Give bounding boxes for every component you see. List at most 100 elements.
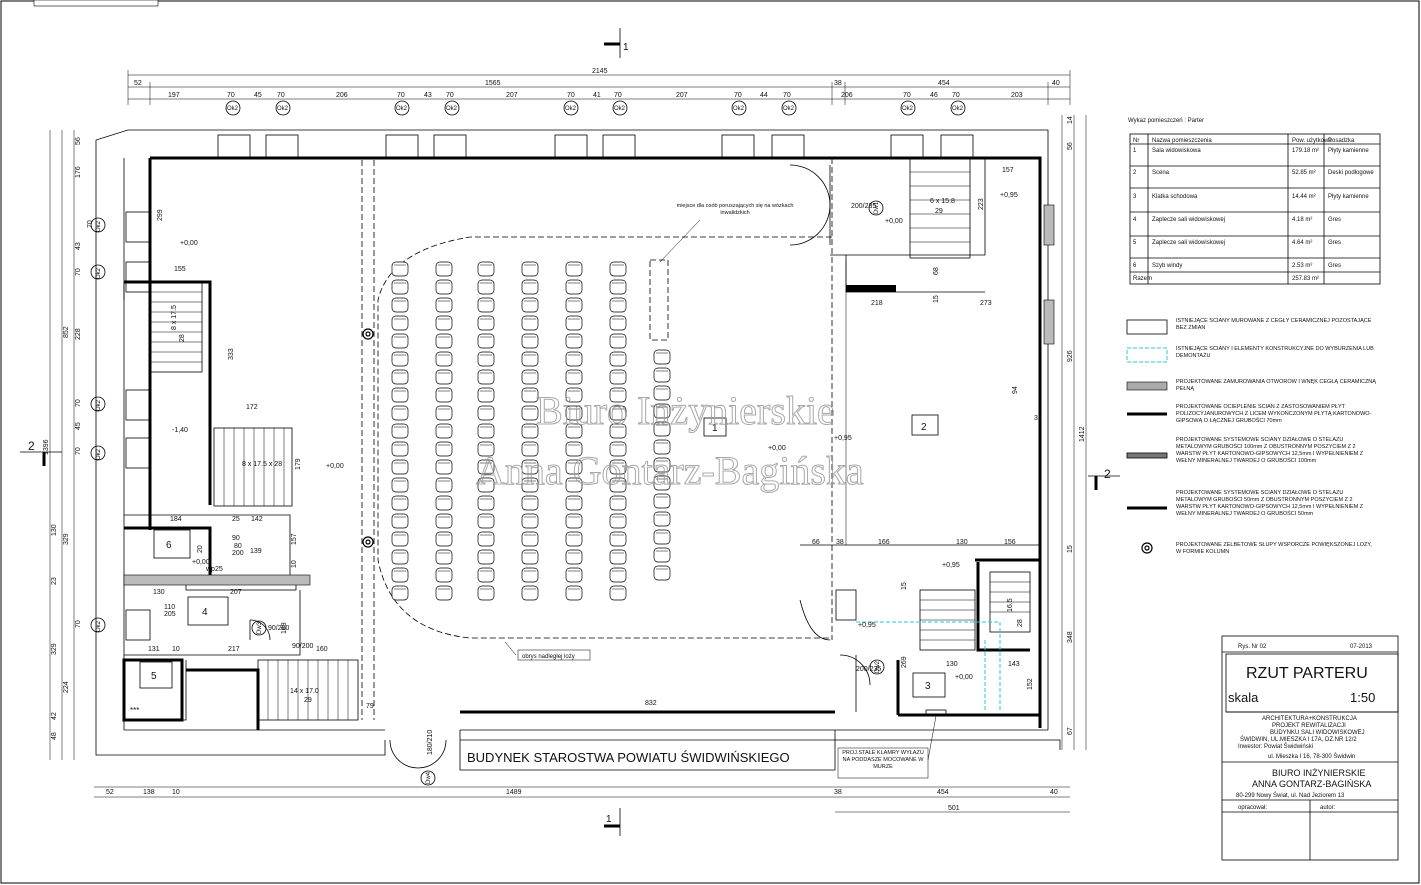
seat xyxy=(435,585,453,601)
drawing-title: RZUT PARTERU xyxy=(1246,665,1368,682)
svg-text:156: 156 xyxy=(1004,539,1016,546)
svg-text:155: 155 xyxy=(174,266,186,273)
seat xyxy=(609,333,627,349)
svg-text:+0,00: +0,00 xyxy=(192,559,210,566)
svg-text:15: 15 xyxy=(901,582,908,590)
svg-text:+0,95: +0,95 xyxy=(834,435,852,442)
svg-text:Gres: Gres xyxy=(1328,263,1341,269)
seat xyxy=(521,513,539,529)
svg-text:143: 143 xyxy=(1008,661,1020,668)
svg-text:70: 70 xyxy=(614,92,622,99)
svg-text:Posadzka: Posadzka xyxy=(1328,138,1355,144)
seat xyxy=(477,513,495,529)
svg-text:1412: 1412 xyxy=(1079,426,1086,442)
svg-text:ul. Mieszka I 16, 78-300 Świdw: ul. Mieszka I 16, 78-300 Świdwin xyxy=(1268,752,1355,760)
svg-text:10: 10 xyxy=(172,646,180,653)
seat xyxy=(391,279,409,295)
seat xyxy=(521,333,539,349)
svg-text:Ok2: Ok2 xyxy=(446,106,458,112)
svg-text:200: 200 xyxy=(232,550,244,557)
window-tag: Ok2 xyxy=(394,100,410,116)
svg-text:70: 70 xyxy=(277,92,285,99)
seat xyxy=(477,315,495,331)
svg-text:70: 70 xyxy=(783,92,791,99)
window-openings-left xyxy=(125,211,151,641)
svg-text:Ok2: Ok2 xyxy=(96,399,102,411)
seat xyxy=(477,351,495,367)
seat xyxy=(477,261,495,277)
svg-text:2: 2 xyxy=(28,439,35,453)
svg-text:Zaplecze sali widowiskowej: Zaplecze sali widowiskowej xyxy=(1152,217,1225,223)
seat xyxy=(521,549,539,565)
svg-text:48: 48 xyxy=(51,732,58,740)
stage-zone xyxy=(389,157,1040,769)
svg-text:46: 46 xyxy=(930,92,938,99)
svg-text:Ok2: Ok2 xyxy=(277,106,289,112)
room-table: Wykaz pomieszczeń : Parter Nr Nazwa pomi… xyxy=(1128,118,1381,285)
svg-text:4.64 m²: 4.64 m² xyxy=(1292,240,1312,246)
svg-text:Ok2: Ok2 xyxy=(96,620,102,632)
svg-text:Dw1: Dw1 xyxy=(874,201,880,214)
svg-text:56: 56 xyxy=(75,137,82,145)
plan-notes: miejsce dla osób poruszających się na wó… xyxy=(467,203,937,779)
watermark: Biuro Inżynierskie Anna Gontarz-Bagińska xyxy=(476,388,865,494)
svg-text:2.53 m²: 2.53 m² xyxy=(1292,263,1312,269)
svg-text:Ok2: Ok2 xyxy=(952,106,964,112)
svg-text:Deski podłogowe: Deski podłogowe xyxy=(1328,170,1374,176)
svg-text:257.83 m²: 257.83 m² xyxy=(1292,276,1319,282)
seat xyxy=(521,297,539,313)
seat xyxy=(565,423,583,439)
svg-text:14 x 17.0: 14 x 17.0 xyxy=(290,688,319,695)
svg-text:15: 15 xyxy=(933,295,940,303)
window-tag: Ok2 xyxy=(900,100,916,116)
svg-text:176: 176 xyxy=(75,166,82,178)
window-tag: Ok2 xyxy=(612,100,628,116)
seat xyxy=(391,567,409,583)
title-block: Rys. Nr 02 07-2013 RZUT PARTERU skala 1:… xyxy=(1221,635,1399,861)
seat xyxy=(477,387,495,403)
legend-item: PROJEKTOWANE ZAMUROWANIA OTWORÓW I WNĘK … xyxy=(1176,379,1376,392)
svg-text:269: 269 xyxy=(901,656,908,668)
svg-text:224: 224 xyxy=(63,681,70,693)
seat xyxy=(653,493,671,509)
window-tag: Ok2 xyxy=(563,100,579,116)
svg-text:70: 70 xyxy=(227,92,235,99)
svg-text:20: 20 xyxy=(197,545,204,553)
seat xyxy=(391,315,409,331)
svg-text:207: 207 xyxy=(230,589,242,596)
svg-text:PROJEKT REWITALIZACJI: PROJEKT REWITALIZACJI xyxy=(1272,723,1346,729)
svg-text:Nr: Nr xyxy=(1133,138,1139,144)
note-wheelchair: miejsce dla osób poruszających się na wó… xyxy=(676,203,794,216)
svg-text:+0,00: +0,00 xyxy=(180,240,198,247)
section-mark-right: 2 xyxy=(1088,467,1120,490)
room-labels: 1 2 3 4 5 6 *** xyxy=(130,414,946,715)
svg-text:2145: 2145 xyxy=(592,68,608,75)
svg-text:Gres: Gres xyxy=(1328,217,1341,223)
svg-text:1: 1 xyxy=(712,423,718,434)
svg-text:Pow. użytkowa: Pow. użytkowa xyxy=(1292,138,1332,144)
seat xyxy=(521,279,539,295)
svg-text:189: 189 xyxy=(281,622,288,634)
window-tag: Ok2 xyxy=(90,264,106,280)
legend: ISTNIEJĄCE ŚCIANY MUROWANE Z CEGŁY CERAM… xyxy=(1126,318,1376,555)
seat xyxy=(565,495,583,511)
door-tag: Dw3 xyxy=(251,620,267,636)
svg-text:wp25: wp25 xyxy=(205,566,223,573)
note-clamps: PROJ.STAŁE KLAMRY WYŁAZU NA PODDASZE MOC… xyxy=(842,750,924,770)
window-tag: Ok2 xyxy=(444,100,460,116)
seat xyxy=(565,261,583,277)
bottom-dimension-chain: 52 138 10 1489 38 454 40 501 xyxy=(94,786,1070,813)
svg-text:130: 130 xyxy=(946,661,958,668)
svg-text:142: 142 xyxy=(251,516,263,523)
svg-text:329: 329 xyxy=(51,643,58,655)
svg-text:203: 203 xyxy=(1011,92,1023,99)
svg-text:501: 501 xyxy=(948,805,960,812)
seat xyxy=(391,297,409,313)
window-tag: Ok2 xyxy=(275,100,291,116)
seat xyxy=(609,495,627,511)
svg-text:179.18 m²: 179.18 m² xyxy=(1292,148,1319,154)
